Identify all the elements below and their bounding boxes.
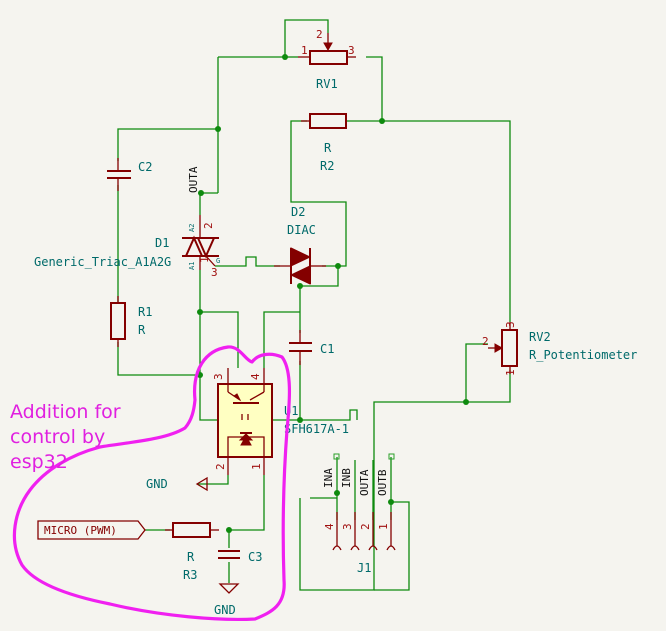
annotation-line2: control by: [10, 426, 105, 448]
d1-pin1-number: 1: [198, 256, 211, 263]
c3-capacitor[interactable]: C3: [218, 550, 262, 564]
r2-value: R: [324, 141, 332, 155]
u1-pin4-number: 4: [249, 373, 262, 380]
wire-rv1-wiper: [284, 19, 329, 57]
c3-reference: C3: [248, 550, 262, 564]
j1-pin1-number: 1: [377, 523, 390, 530]
hier-label-micro-pwm[interactable]: MICRO (PWM): [37, 520, 146, 540]
j1-net-outb: OUTB: [376, 469, 389, 496]
u1-pin3-number: 3: [212, 373, 225, 380]
j1-connector[interactable]: INA INB OUTA OUTB 4 3 2 1 J1: [322, 453, 396, 575]
j1-pin2-number: 2: [359, 523, 372, 530]
junction: [297, 417, 303, 423]
junction: [463, 399, 469, 405]
annotation-text: Addition for control by esp32: [10, 401, 121, 473]
j1-net-outa: OUTA: [358, 469, 371, 496]
d2-diac[interactable]: D2 DIAC: [274, 205, 326, 285]
d1-a1-name: A1: [188, 262, 196, 270]
rv2-pin3-number: 3: [504, 321, 517, 328]
junction: [297, 283, 303, 289]
rv2-potentiometer[interactable]: 2 3 1 RV2 R_Potentiometer: [482, 321, 637, 376]
r1-value: R: [138, 323, 146, 337]
wires: [117, 19, 511, 591]
junction: [226, 527, 232, 533]
junction: [335, 263, 341, 269]
d1-reference: D1: [155, 236, 169, 250]
r3-reference: R3: [183, 568, 197, 582]
rv1-potentiometer[interactable]: 1 2 3 RV1: [298, 28, 356, 91]
d1-triac[interactable]: A2 2 A1 1 G 3 D1 Generic_Triac_A1A2G: [34, 215, 220, 279]
gnd-symbol-2: GND: [214, 583, 240, 617]
rv2-value: R_Potentiometer: [529, 348, 637, 362]
j1-net-inb: INB: [340, 468, 353, 488]
junctions: [197, 54, 469, 533]
r3-resistor[interactable]: R R3: [165, 522, 219, 582]
wire-c2-top: [117, 128, 218, 161]
d1-a2-name: A2: [188, 224, 196, 232]
u1-pin2-number: 2: [214, 463, 227, 470]
wire-r2-rv2: [346, 120, 511, 322]
wire-rv2-wiper: [465, 343, 488, 402]
u1-optocoupler[interactable]: 3 4 2 1 U1 SFH617A-1: [212, 368, 349, 475]
u1-pin1-number: 1: [250, 463, 263, 470]
d2-value: DIAC: [287, 223, 316, 237]
junction: [197, 309, 203, 315]
u1-value: SFH617A-1: [284, 422, 349, 436]
wire-rv2-j1: [299, 370, 511, 591]
u1-reference: U1: [284, 404, 298, 418]
rv1-reference: RV1: [316, 77, 338, 91]
junction: [215, 126, 221, 132]
rv2-reference: RV2: [529, 330, 551, 344]
rv1-pin1-number: 1: [301, 44, 308, 57]
wire-u1-pin1: [229, 475, 265, 531]
j1-pin3-number: 3: [341, 523, 354, 530]
j1-net-ina: INA: [322, 468, 335, 488]
rv1-pin2-number: 2: [316, 28, 323, 41]
rv1-pin3-number: 3: [348, 44, 355, 57]
d1-pin2-number: 2: [202, 222, 215, 229]
junction: [379, 118, 385, 124]
wire-c1-top: [299, 266, 339, 333]
d1-pin3-number: 3: [211, 266, 218, 279]
junction: [334, 490, 340, 496]
r1-reference: R1: [138, 305, 152, 319]
wire-gate-diac: [215, 256, 280, 267]
net-label-outa: OUTA: [187, 166, 200, 193]
wire-rv1-pin3: [366, 56, 383, 121]
j1-reference: J1: [357, 561, 371, 575]
d2-reference: D2: [291, 205, 305, 219]
r2-reference: R2: [320, 159, 334, 173]
junction: [282, 54, 288, 60]
gnd1-label: GND: [146, 477, 168, 491]
rv2-pin1-number: 1: [504, 369, 517, 376]
wire-diac-r2: [290, 120, 347, 267]
d1-gate-name: G: [216, 257, 220, 265]
junction: [388, 499, 394, 505]
wire-u1-pin2-gnd: [197, 475, 229, 485]
highlight-outline: [12, 345, 292, 622]
wire-d1-a1: [199, 270, 358, 421]
junction: [198, 190, 204, 196]
gnd2-label: GND: [214, 603, 236, 617]
wire-r1-bottom: [117, 342, 200, 376]
r3-value: R: [187, 550, 195, 564]
c1-capacitor[interactable]: C1: [289, 330, 334, 365]
c2-reference: C2: [138, 160, 152, 174]
r2-resistor[interactable]: R R2: [301, 113, 347, 173]
wire-j1-outb: [374, 501, 410, 591]
gnd-symbol-1: GND: [146, 476, 208, 492]
r1-resistor[interactable]: R1 R: [110, 296, 152, 347]
j1-pin4-number: 4: [323, 523, 336, 530]
c1-reference: C1: [320, 342, 334, 356]
rv2-pin2-number: 2: [482, 335, 489, 348]
annotation-line3: esp32: [10, 451, 68, 473]
micro-pwm-label: MICRO (PWM): [44, 524, 117, 537]
wire-u1-pin4: [263, 311, 300, 368]
c2-capacitor[interactable]: C2: [107, 158, 152, 191]
annotation-line1: Addition for: [10, 401, 121, 423]
d1-value: Generic_Triac_A1A2G: [34, 255, 171, 269]
